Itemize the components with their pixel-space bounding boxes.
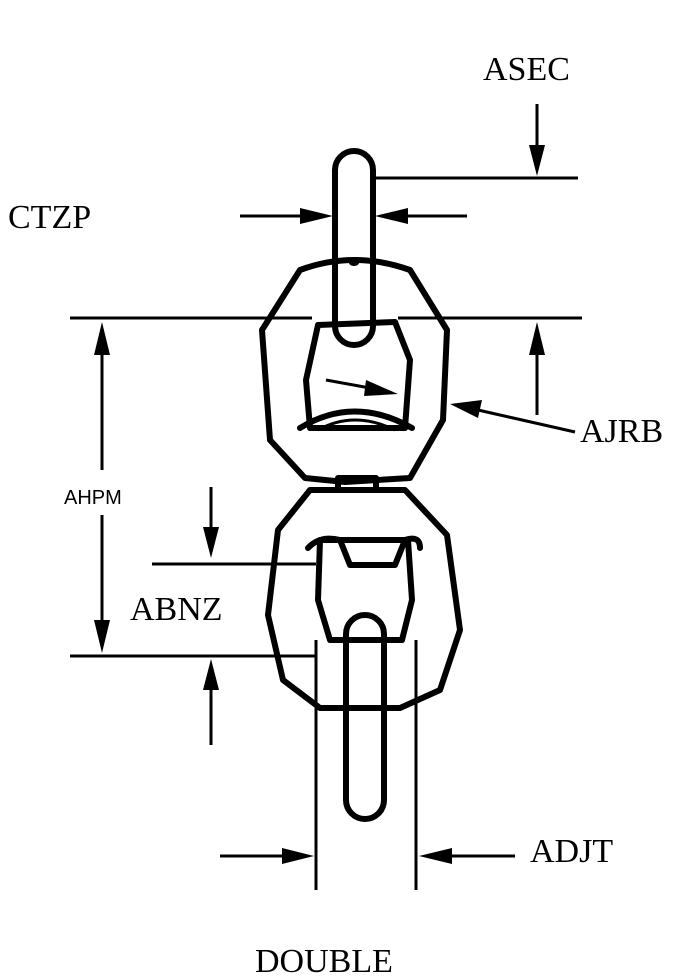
upper-pin bbox=[332, 148, 376, 348]
lower-seat bbox=[305, 535, 423, 568]
ajrb-dimension bbox=[325, 322, 576, 434]
upper-inner-window bbox=[303, 319, 413, 431]
label-adjt: ADJT bbox=[530, 833, 613, 870]
upper-swivel-eye bbox=[259, 257, 450, 485]
lower-pin bbox=[343, 612, 387, 822]
label-ajrb: AJRB bbox=[580, 413, 663, 450]
adjt-dimension bbox=[220, 848, 515, 864]
caption-double: DOUBLE bbox=[255, 943, 393, 978]
ahpm-dimension bbox=[70, 316, 582, 658]
abnz-dimension bbox=[152, 487, 316, 745]
label-abnz: ABNZ bbox=[130, 591, 223, 628]
upper-seat bbox=[297, 408, 415, 431]
label-asec: ASEC bbox=[483, 51, 570, 88]
lower-swivel-eye bbox=[265, 487, 463, 711]
asec-dimension bbox=[373, 104, 578, 180]
label-ctzp: CTZP bbox=[8, 199, 91, 236]
ctzp-dimension bbox=[240, 208, 467, 224]
label-ahpm: AHPM bbox=[64, 487, 122, 509]
